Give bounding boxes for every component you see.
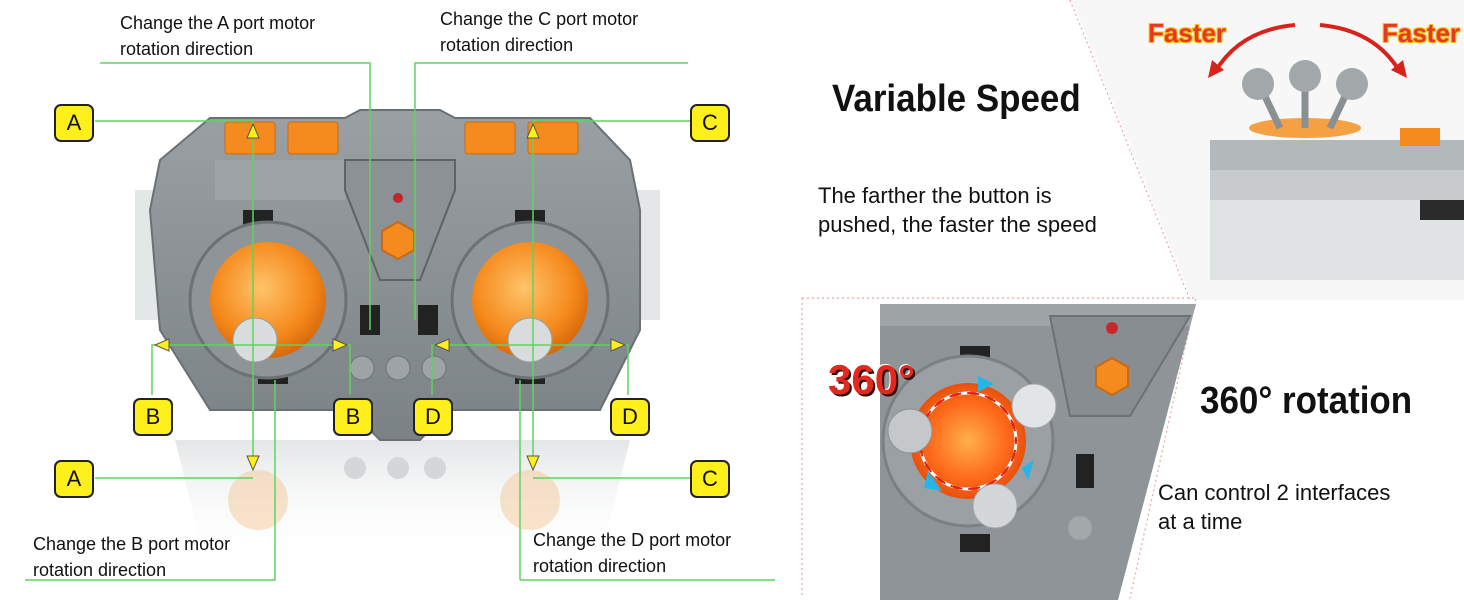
caption-c-line2: rotation direction [440, 35, 574, 55]
rotation-badge: 360° [828, 356, 915, 403]
round-button-3 [421, 355, 447, 381]
rotation-desc: Can control 2 interfaces at a time [1158, 478, 1390, 536]
caption-d-line1: Change the D port motor [533, 530, 732, 550]
variable-speed-desc: The farther the button is pushed, the fa… [818, 181, 1097, 239]
rotation-arrow-top-icon [978, 376, 994, 392]
caption-d-line2: rotation direction [533, 556, 667, 576]
tag-c-bottom: C [690, 460, 730, 498]
round-button-1 [349, 355, 375, 381]
tag-a-top: A [54, 104, 94, 142]
round-button-2 [385, 355, 411, 381]
rotation-orange-ball [910, 383, 1026, 499]
variable-speed-title: Variable Speed [832, 78, 1081, 120]
rotation-panel [801, 297, 1197, 600]
arrow-right-icon [1319, 23, 1402, 74]
tag-d-left: D [413, 398, 453, 436]
variable-speed-desc-line2: pushed, the faster the speed [818, 212, 1097, 237]
tag-b-left: B [133, 398, 173, 436]
arrow-heads [153, 122, 627, 472]
stop-button-hex [381, 220, 415, 261]
rotation-desc-line2: at a time [1158, 509, 1243, 534]
tag-b-right: B [333, 398, 373, 436]
tag-d-right: D [610, 398, 650, 436]
arrow-left-icon [1213, 23, 1296, 74]
caption-c-port: Change the C port motor rotation directi… [440, 6, 638, 58]
right-joystick-knob [507, 317, 553, 363]
rotation-desc-line1: Can control 2 interfaces [1158, 480, 1391, 505]
variable-speed-panel [1069, 0, 1464, 300]
remote-diagram [25, 62, 775, 581]
led-indicator [393, 193, 403, 203]
rotation-title: 360° rotation [1200, 380, 1413, 422]
faster-right-label: Faster [1382, 18, 1461, 48]
caption-b-line1: Change the B port motor [33, 534, 231, 554]
rotation-led [1106, 322, 1118, 334]
center-panel [344, 159, 456, 281]
tag-c-top: C [690, 104, 730, 142]
variable-speed-desc-line1: The farther the button is [818, 183, 1052, 208]
switch-center-right [418, 305, 438, 335]
callout-lines [25, 62, 775, 581]
port-c-button [464, 121, 516, 155]
tag-a-bottom: A [54, 460, 94, 498]
caption-b-line2: rotation direction [33, 560, 167, 580]
caption-d-port: Change the D port motor rotation directi… [533, 527, 731, 579]
caption-a-line2: rotation direction [120, 39, 254, 59]
caption-b-port: Change the B port motor rotation directi… [33, 531, 230, 583]
rotation-hex-button [1095, 356, 1129, 397]
rotation-arrow-right-icon [1022, 460, 1034, 480]
port-b-button [287, 121, 339, 155]
faster-left-label: Faster [1148, 18, 1227, 48]
caption-a-port: Change the A port motor rotation directi… [120, 10, 315, 62]
remote-reflection [175, 440, 630, 560]
caption-c-line1: Change the C port motor [440, 9, 639, 29]
right-joystick-ball [472, 242, 588, 358]
left-joystick-knob [232, 317, 278, 363]
variable-speed-device [1210, 60, 1464, 280]
rotation-arrow-left-icon [924, 471, 942, 491]
caption-a-line1: Change the A port motor [120, 13, 316, 33]
